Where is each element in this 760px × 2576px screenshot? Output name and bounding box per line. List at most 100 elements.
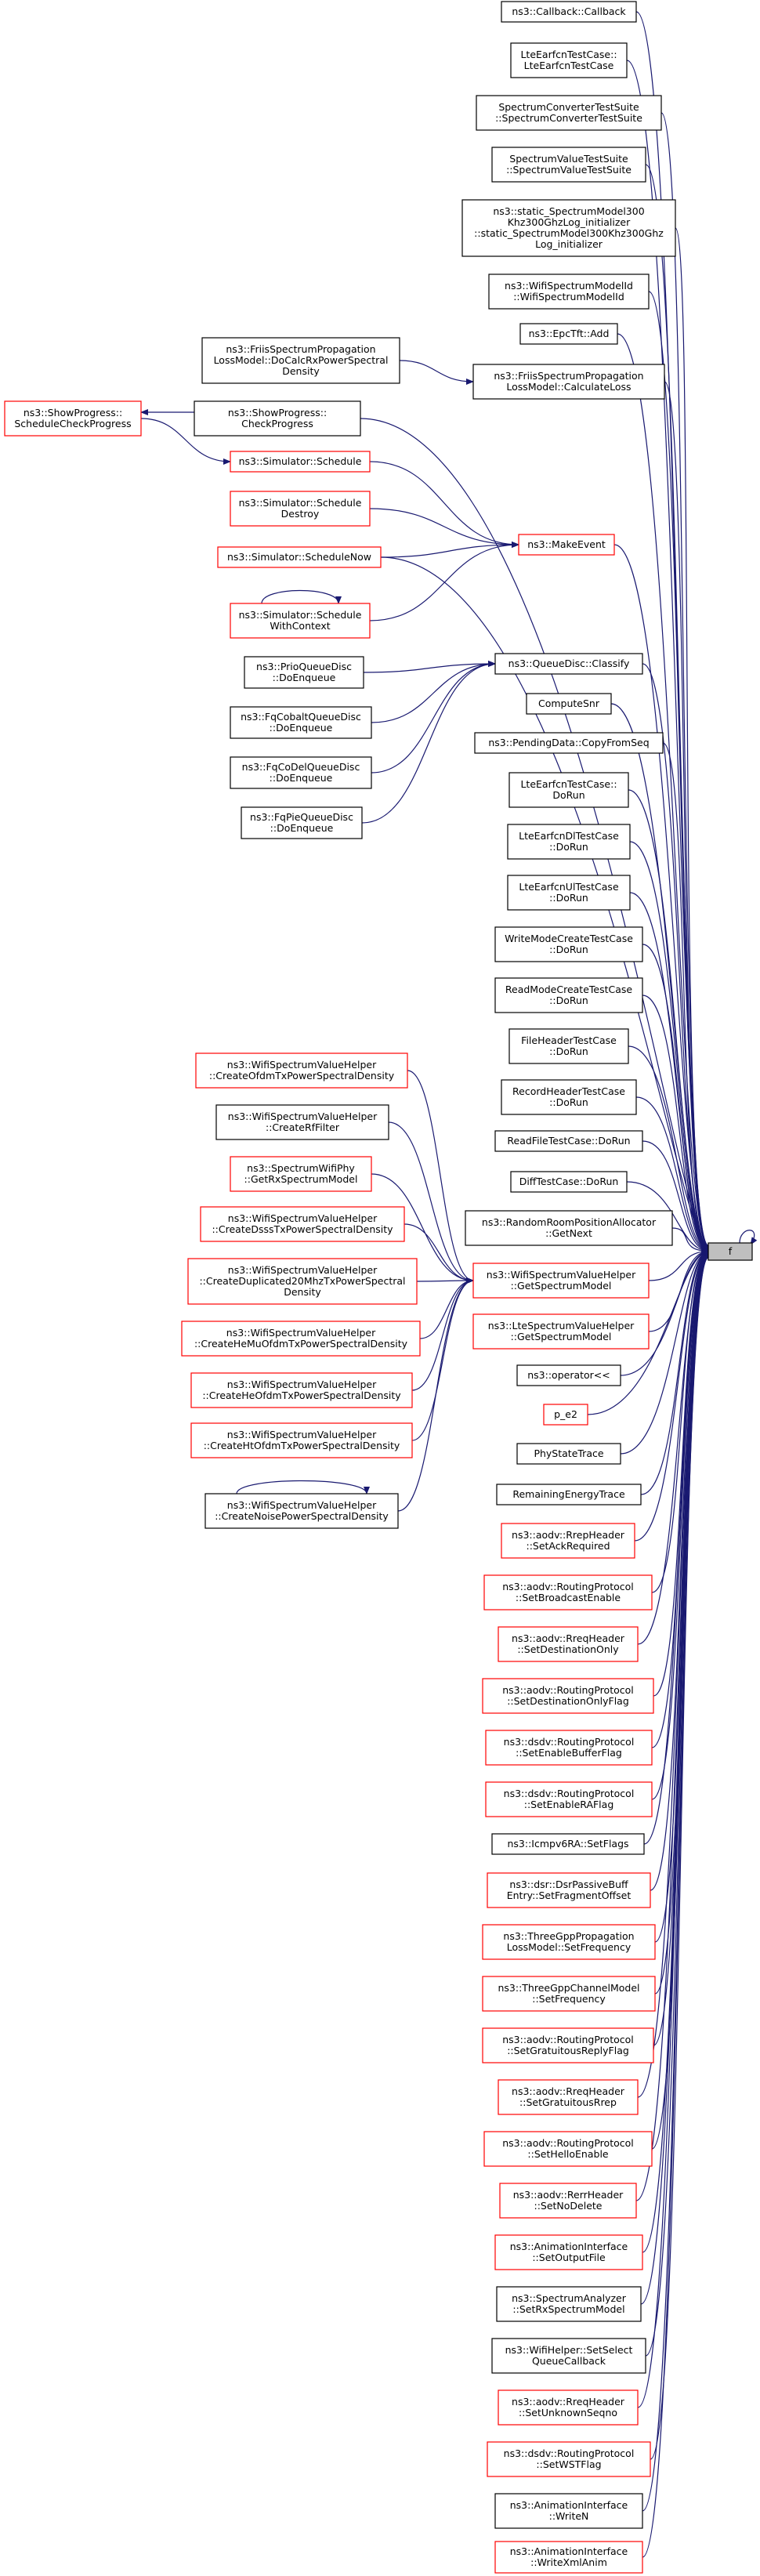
node-diff-dorun[interactable]: DiffTestCase::DoRun bbox=[510, 1171, 628, 1193]
node-get-rx-spectrum-model[interactable]: ns3::SpectrumWifiPhy::GetRxSpectrumModel bbox=[230, 1156, 372, 1192]
node-label-line: ns3::operator<< bbox=[527, 1369, 610, 1381]
node-label-line: ns3::PendingData::CopyFromSeq bbox=[488, 737, 649, 748]
node-anim-write-xml[interactable]: ns3::AnimationInterface::WriteXmlAnim bbox=[494, 2541, 643, 2574]
node-label-line: QueueCallback bbox=[532, 2355, 606, 2367]
edge-icmpv6-ra-flags-to-f bbox=[643, 1251, 709, 1845]
node-box bbox=[496, 2286, 642, 2322]
node-dsdv-enable-buffer[interactable]: ns3::dsdv::RoutingProtocol::SetEnableBuf… bbox=[485, 1730, 653, 1766]
node-label-line: ns3::AnimationInterface bbox=[510, 2499, 628, 2511]
node-box bbox=[482, 1924, 656, 1960]
node-box bbox=[519, 323, 618, 345]
node-spectrum-analyzer-rx[interactable]: ns3::SpectrumAnalyzer::SetRxSpectrumMode… bbox=[496, 2286, 642, 2322]
node-lte-earfcn-dl-dorun[interactable]: LteEarfcnDlTestCase::DoRun bbox=[507, 824, 631, 860]
edge-prio-enqueue-to-queue-disc-classify bbox=[363, 661, 496, 673]
node-wifi-spectrum-model-id[interactable]: ns3::WifiSpectrumModelId::WifiSpectrumMo… bbox=[488, 274, 650, 310]
node-aodv-rreq-dest-only[interactable]: ns3::aodv::RreqHeader::SetDestinationOnl… bbox=[498, 1626, 639, 1662]
node-operator-lshift[interactable]: ns3::operator<< bbox=[516, 1364, 621, 1386]
node-create-ht-ofdm[interactable]: ns3::WifiSpectrumValueHelper::CreateHtOf… bbox=[190, 1422, 413, 1458]
node-prio-enqueue[interactable]: ns3::PrioQueueDisc::DoEnqueue bbox=[244, 656, 364, 689]
node-dsdv-wst-flag[interactable]: ns3::dsdv::RoutingProtocol::SetWSTFlag bbox=[487, 2441, 651, 2477]
node-label-line: LteEarfcnTestCase bbox=[524, 60, 614, 71]
node-fqcobalt-enqueue[interactable]: ns3::FqCobaltQueueDisc::DoEnqueue bbox=[230, 706, 372, 739]
node-dsr-fragment-offset[interactable]: ns3::dsr::DsrPassiveBuffEntry::SetFragme… bbox=[487, 1872, 651, 1908]
node-label-line: WriteModeCreateTestCase bbox=[505, 933, 633, 944]
node-create-hemu[interactable]: ns3::WifiSpectrumValueHelper::CreateHeMu… bbox=[181, 1321, 421, 1357]
node-create-dup20[interactable]: ns3::WifiSpectrumValueHelper::CreateDupl… bbox=[187, 1258, 418, 1305]
node-read-file-dorun[interactable]: ReadFileTestCase::DoRun bbox=[494, 1130, 643, 1152]
node-box bbox=[494, 653, 643, 675]
edge-dsr-fragment-offset-to-f bbox=[650, 1252, 709, 1891]
node-aodv-rreq-unknown-seqno[interactable]: ns3::aodv::RreqHeader::SetUnknownSeqno bbox=[498, 2389, 639, 2426]
node-spectrum-value-suite[interactable]: SpectrumValueTestSuite::SpectrumValueTes… bbox=[491, 147, 646, 183]
node-epc-tft-add[interactable]: ns3::EpcTft::Add bbox=[519, 323, 618, 345]
node-dsdv-enable-ra[interactable]: ns3::dsdv::RoutingProtocol::SetEnableRAF… bbox=[485, 1781, 653, 1817]
node-label-line: ns3::LteSpectrumValueHelper bbox=[488, 1320, 635, 1331]
node-create-rf-filter[interactable]: ns3::WifiSpectrumValueHelper::CreateRfFi… bbox=[215, 1104, 389, 1140]
node-create-noise[interactable]: ns3::WifiSpectrumValueHelper::CreateNois… bbox=[204, 1493, 399, 1529]
edge-file-header-dorun-to-f bbox=[628, 1045, 709, 1254]
edge-fqcodel-enqueue-to-queue-disc-classify bbox=[371, 661, 496, 774]
node-label-line: ::CreateHtOfdmTxPowerSpectralDensity bbox=[204, 1440, 400, 1451]
node-box bbox=[485, 1730, 653, 1766]
node-check-progress[interactable]: ns3::ShowProgress::CheckProgress bbox=[194, 400, 361, 437]
node-anim-write-n[interactable]: ns3::AnimationInterface::WriteN bbox=[494, 2493, 643, 2529]
node-box bbox=[507, 824, 631, 860]
node-lte-earfcn-ctor[interactable]: LteEarfcnTestCase::LteEarfcnTestCase bbox=[510, 42, 628, 78]
node-three-gpp-prop-freq[interactable]: ns3::ThreeGppPropagationLossModel::SetFr… bbox=[482, 1924, 656, 1960]
node-label-line: ns3::Simulator::Schedule bbox=[239, 455, 362, 467]
node-static-spectrum-init[interactable]: ns3::static_SpectrumModel300Khz300GhzLog… bbox=[461, 199, 676, 257]
node-friis-do-calc[interactable]: ns3::FriisSpectrumPropagationLossModel::… bbox=[201, 337, 400, 384]
node-aodv-rp-hello[interactable]: ns3::aodv::RoutingProtocol::SetHelloEnab… bbox=[483, 2131, 653, 2167]
node-aodv-rp-broadcast[interactable]: ns3::aodv::RoutingProtocol::SetBroadcast… bbox=[483, 1574, 653, 1610]
node-f[interactable]: f bbox=[708, 1242, 753, 1261]
node-anim-output-file[interactable]: ns3::AnimationInterface::SetOutputFile bbox=[494, 2234, 643, 2270]
node-spectrum-converter-suite[interactable]: SpectrumConverterTestSuite::SpectrumConv… bbox=[476, 95, 662, 131]
node-pending-data-copy[interactable]: ns3::PendingData::CopyFromSeq bbox=[474, 732, 664, 754]
node-fqcodel-enqueue[interactable]: ns3::FqCoDelQueueDisc::DoEnqueue bbox=[230, 756, 372, 789]
node-aodv-rerr-nodelete[interactable]: ns3::aodv::RerrHeader::SetNoDelete bbox=[499, 2183, 637, 2219]
node-label-line: ns3::WifiSpectrumValueHelper bbox=[227, 1379, 377, 1390]
node-box bbox=[190, 1372, 413, 1408]
node-box bbox=[187, 1258, 418, 1305]
node-lte-earfcn-dorun[interactable]: LteEarfcnTestCase::DoRun bbox=[508, 772, 629, 808]
node-create-he-ofdm[interactable]: ns3::WifiSpectrumValueHelper::CreateHeOf… bbox=[190, 1372, 413, 1408]
node-friis-calc-loss[interactable]: ns3::FriisSpectrumPropagationLossModel::… bbox=[472, 364, 665, 400]
node-create-dsss-tx[interactable]: ns3::WifiSpectrumValueHelper::CreateDsss… bbox=[200, 1206, 405, 1242]
node-p-e2[interactable]: p_e2 bbox=[543, 1404, 588, 1426]
node-sim-schedule-now[interactable]: ns3::Simulator::ScheduleNow bbox=[217, 546, 382, 568]
node-label-line: ::SetHelloEnable bbox=[527, 2148, 609, 2160]
node-aodv-rp-dest-only-flag[interactable]: ns3::aodv::RoutingProtocol::SetDestinati… bbox=[482, 1678, 654, 1714]
node-fqpie-enqueue[interactable]: ns3::FqPieQueueDisc::DoEnqueue bbox=[241, 806, 363, 839]
node-label-line: ::SetBroadcastEnable bbox=[516, 1592, 621, 1603]
edges-layer bbox=[140, 11, 758, 2558]
node-random-room-getnext[interactable]: ns3::RandomRoomPositionAllocator::GetNex… bbox=[465, 1210, 673, 1246]
node-callback[interactable]: ns3::Callback::Callback bbox=[501, 1, 637, 23]
node-three-gpp-channel-freq[interactable]: ns3::ThreeGppChannelModel::SetFrequency bbox=[482, 1976, 656, 2012]
node-sim-schedule[interactable]: ns3::Simulator::Schedule bbox=[230, 451, 371, 473]
node-create-ofdm-tx[interactable]: ns3::WifiSpectrumValueHelper::CreateOfdm… bbox=[195, 1053, 408, 1089]
node-aodv-rrep-ack[interactable]: ns3::aodv::RrepHeader::SetAckRequired bbox=[501, 1523, 635, 1559]
node-write-mode-dorun[interactable]: WriteModeCreateTestCase::DoRun bbox=[494, 926, 643, 962]
node-remaining-energy-trace[interactable]: RemainingEnergyTrace bbox=[496, 1484, 642, 1505]
node-phy-state-trace[interactable]: PhyStateTrace bbox=[516, 1443, 621, 1465]
node-aodv-rp-grat-reply[interactable]: ns3::aodv::RoutingProtocol::SetGratuitou… bbox=[482, 2027, 654, 2063]
node-label-line: LteEarfcnTestCase:: bbox=[520, 49, 617, 60]
node-label-line: ns3::FriisSpectrumPropagation bbox=[226, 343, 375, 355]
node-lte-get-spectrum-model[interactable]: ns3::LteSpectrumValueHelper::GetSpectrum… bbox=[472, 1313, 650, 1350]
node-label-line: ns3::WifiSpectrumValueHelper bbox=[228, 1110, 378, 1122]
node-file-header-dorun[interactable]: FileHeaderTestCase::DoRun bbox=[508, 1028, 629, 1064]
node-make-event[interactable]: ns3::MakeEvent bbox=[518, 534, 615, 556]
node-lte-earfcn-ul-dorun[interactable]: LteEarfcnUlTestCase::DoRun bbox=[507, 875, 631, 911]
node-compute-snr[interactable]: ComputeSnr bbox=[526, 693, 612, 715]
node-wifi-get-spectrum-model[interactable]: ns3::WifiSpectrumValueHelper::GetSpectru… bbox=[472, 1263, 650, 1299]
node-read-mode-dorun[interactable]: ReadModeCreateTestCase::DoRun bbox=[494, 977, 643, 1013]
node-label-line: ns3::ThreeGppChannelModel bbox=[498, 1982, 639, 1994]
node-queue-disc-classify[interactable]: ns3::QueueDisc::Classify bbox=[494, 653, 643, 675]
node-schedule-check-progress[interactable]: ns3::ShowProgress::ScheduleCheckProgress bbox=[4, 400, 142, 437]
node-icmpv6-ra-flags[interactable]: ns3::Icmpv6RA::SetFlags bbox=[491, 1833, 645, 1855]
node-aodv-rreq-grat-rrep[interactable]: ns3::aodv::RreqHeader::SetGratuitousRrep bbox=[498, 2079, 639, 2115]
node-record-header-dorun[interactable]: RecordHeaderTestCase::DoRun bbox=[501, 1079, 637, 1115]
